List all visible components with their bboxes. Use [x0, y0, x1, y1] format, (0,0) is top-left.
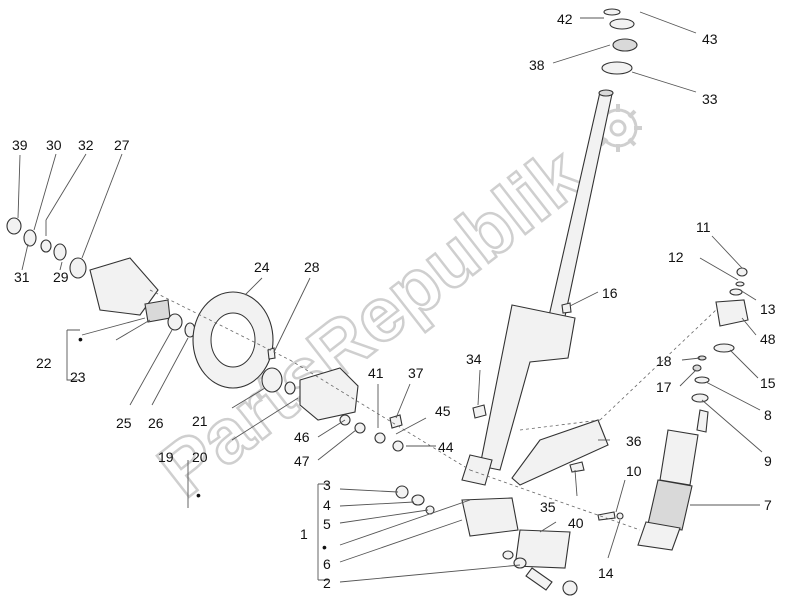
- bullet-19-20: •: [196, 487, 201, 503]
- label-36: 36: [626, 433, 642, 449]
- shock-top-mount: [691, 267, 749, 403]
- label-42: 42: [557, 11, 573, 27]
- label-12: 12: [668, 249, 684, 265]
- fork-leg: [461, 304, 576, 486]
- swing-arm: [395, 485, 578, 596]
- label-27: 27: [114, 137, 130, 153]
- label-24: 24: [254, 259, 270, 275]
- label-19: 19: [158, 449, 174, 465]
- label-46: 46: [294, 429, 310, 445]
- label-35: 35: [540, 499, 556, 515]
- small-bolts: [472, 302, 624, 521]
- label-4: 4: [323, 497, 331, 513]
- label-21: 21: [192, 413, 208, 429]
- label-33: 33: [702, 91, 718, 107]
- wheel-hub: [6, 217, 196, 338]
- label-45: 45: [435, 403, 451, 419]
- label-22: 22: [36, 355, 52, 371]
- leader-lines: [17, 11, 763, 583]
- label-2: 2: [323, 575, 331, 591]
- label-20: 20: [192, 449, 208, 465]
- label-34: 34: [466, 351, 482, 367]
- label-41: 41: [368, 365, 384, 381]
- label-13: 13: [760, 301, 776, 317]
- mudguard: [511, 419, 609, 486]
- label-26: 26: [148, 415, 164, 431]
- label-43: 43: [702, 31, 718, 47]
- shock-absorber: [637, 409, 709, 551]
- label-7: 7: [764, 497, 772, 513]
- label-11: 11: [696, 219, 711, 235]
- bullet-22: •: [78, 331, 83, 347]
- label-9: 9: [764, 453, 772, 469]
- label-18: 18: [656, 353, 672, 369]
- label-25: 25: [116, 415, 132, 431]
- label-39: 39: [12, 137, 28, 153]
- label-8: 8: [764, 407, 772, 423]
- headset-rings: [601, 8, 638, 75]
- label-17: 17: [656, 379, 672, 395]
- label-23: 23: [70, 369, 86, 385]
- part-number-labels: 42 43 38 33 39 30 32 27 31 29 22 23 25 2…: [12, 11, 776, 591]
- label-14: 14: [598, 565, 614, 581]
- label-29: 29: [53, 269, 69, 285]
- bullet-markers: • • •: [78, 331, 327, 555]
- label-28: 28: [304, 259, 320, 275]
- label-47: 47: [294, 453, 310, 469]
- label-15: 15: [760, 375, 776, 391]
- label-31: 31: [14, 269, 30, 285]
- bullet-1: •: [322, 539, 327, 555]
- label-44: 44: [438, 439, 454, 455]
- label-5: 5: [323, 516, 331, 532]
- label-3: 3: [323, 477, 331, 493]
- label-6: 6: [323, 556, 331, 572]
- label-40: 40: [568, 515, 584, 531]
- brake-caliper: [299, 367, 404, 452]
- label-48: 48: [760, 331, 776, 347]
- label-1: 1: [300, 526, 308, 542]
- label-10: 10: [626, 463, 642, 479]
- brake-disc: [192, 291, 296, 395]
- label-37: 37: [408, 365, 424, 381]
- label-16: 16: [602, 285, 618, 301]
- label-32: 32: [78, 137, 94, 153]
- label-30: 30: [46, 137, 62, 153]
- label-38: 38: [529, 57, 545, 73]
